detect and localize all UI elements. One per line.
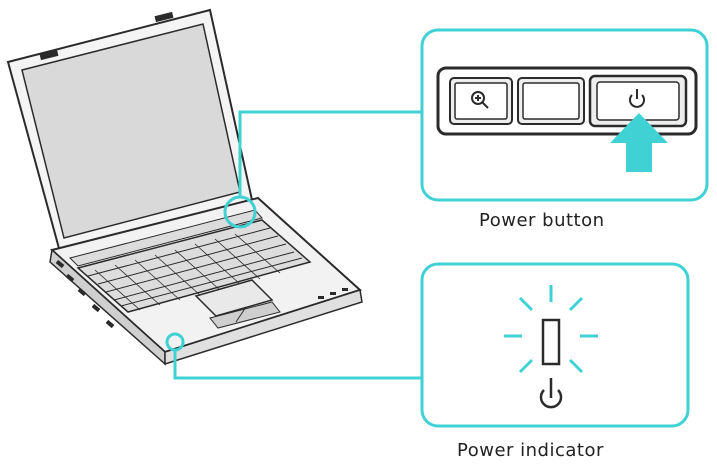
zoom-in-icon: [471, 91, 489, 109]
callout-connectors: [165, 110, 422, 380]
indicator-led: [541, 318, 561, 366]
laptop-touchpad: [194, 279, 274, 317]
power-indicator-leader: [173, 350, 422, 380]
power-button-leader: [238, 110, 422, 197]
indicator-power-icon: [539, 378, 563, 409]
up-arrow-icon: [610, 113, 668, 172]
power-button-callout: [420, 28, 709, 202]
indicator-glow-rays: [504, 285, 598, 374]
power-button-caption: Power button: [479, 210, 605, 231]
power-icon: [629, 89, 645, 108]
power-indicator-caption: Power indicator: [457, 440, 604, 461]
blank-button: [517, 77, 585, 125]
laptop-illustration: [6, 8, 363, 366]
zoom-button: [449, 77, 513, 125]
power-indicator-callout: [420, 262, 690, 428]
power-button: [588, 74, 688, 128]
